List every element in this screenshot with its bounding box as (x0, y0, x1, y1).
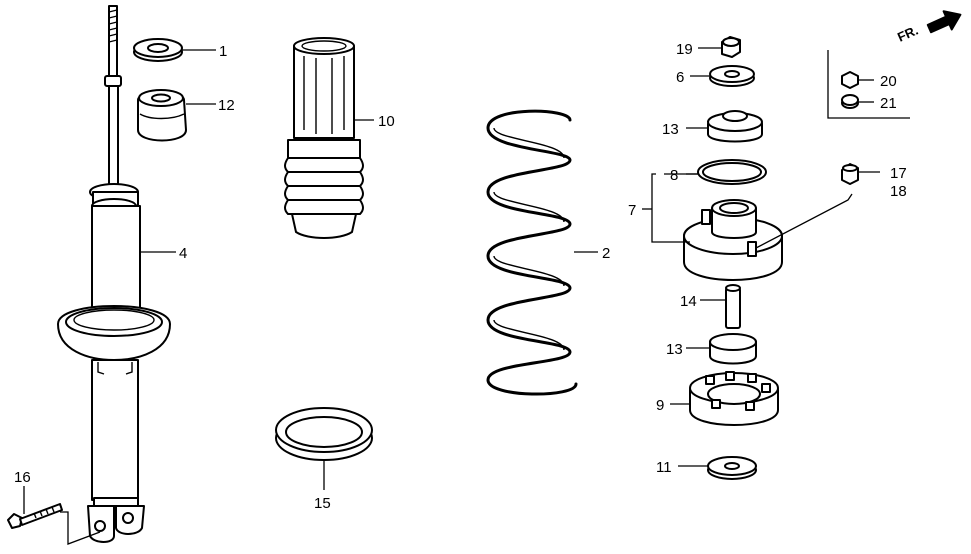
mount-rubber-13-lower (709, 333, 757, 365)
washer-11 (707, 456, 757, 480)
callout-18: 18 (890, 183, 907, 200)
callout-7: 7 (628, 202, 636, 219)
callout-11: 11 (656, 459, 672, 476)
flange-nut-17 (841, 163, 859, 185)
front-direction-label: FR. (895, 23, 920, 45)
front-direction-indicator: FR. (895, 10, 962, 45)
callout-8: 8 (670, 167, 678, 184)
callout-13-lower: 13 (666, 341, 683, 358)
nut-20 (841, 71, 859, 89)
spring-seat-rubber (275, 407, 373, 461)
arrow-right-icon (926, 10, 962, 34)
washer-21 (841, 94, 859, 109)
rubber-washer (133, 38, 183, 62)
washer-6 (709, 65, 755, 87)
coil-spring (486, 109, 578, 396)
callout-14: 14 (680, 293, 697, 310)
callout-13-upper: 13 (662, 121, 679, 138)
callout-labels: 1 12 4 10 2 15 16 19 6 13 8 7 14 13 9 11… (14, 41, 907, 512)
callout-6: 6 (676, 69, 684, 86)
dust-cover (284, 37, 364, 239)
callout-9: 9 (656, 397, 664, 414)
callout-10: 10 (378, 113, 395, 130)
callout-1: 1 (219, 43, 227, 60)
callout-4: 4 (179, 245, 187, 262)
callout-19: 19 (676, 41, 693, 58)
leader-lines (23, 47, 910, 545)
callout-21: 21 (880, 95, 897, 112)
o-ring-8 (697, 159, 767, 185)
callout-12: 12 (218, 97, 235, 114)
callout-20: 20 (880, 73, 897, 90)
callout-15: 15 (314, 495, 331, 512)
mount-rubber-13-upper (707, 110, 763, 143)
collar-14 (725, 284, 741, 329)
spring-mount-seat-9 (689, 371, 779, 426)
callout-16: 16 (14, 469, 31, 486)
flange-bolt (7, 503, 63, 529)
shock-mount-base-7 (683, 199, 783, 281)
shock-absorber (57, 5, 171, 543)
callout-2: 2 (602, 245, 610, 262)
callout-17: 17 (890, 165, 907, 182)
self-locking-nut-19 (721, 36, 741, 58)
rubber-bushing (137, 89, 187, 142)
